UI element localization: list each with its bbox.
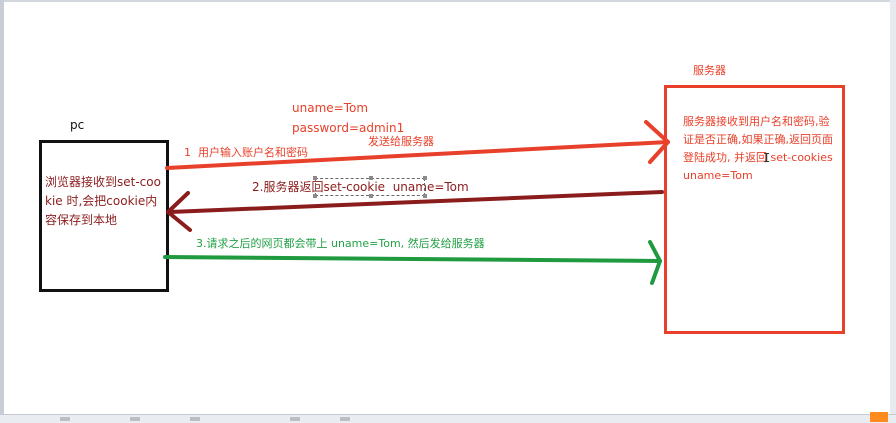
taskbar-strip — [0, 414, 896, 423]
resize-handle[interactable] — [369, 176, 373, 180]
resize-handle[interactable] — [369, 194, 373, 198]
step1-label: 1 用户输入账户名和密码 — [184, 146, 308, 159]
resize-handle[interactable] — [423, 176, 427, 180]
resize-handle[interactable] — [423, 194, 427, 198]
taskbar-item[interactable] — [60, 417, 70, 421]
window-left-edge — [0, 0, 4, 422]
vertical-scrollbar[interactable] — [890, 0, 896, 422]
step3-arrow[interactable] — [163, 240, 662, 285]
taskbar-item[interactable] — [290, 417, 300, 421]
step2-label: 2.服务器返回set-cookie uname=Tom — [252, 180, 469, 194]
window-top-edge — [0, 0, 896, 2]
server-title: 服务器 — [693, 64, 726, 77]
step2-arrow[interactable] — [166, 190, 664, 232]
text-cursor-icon: I — [763, 151, 771, 165]
resize-handle[interactable] — [313, 176, 317, 180]
app-icon[interactable] — [870, 412, 888, 422]
resize-handle[interactable] — [313, 194, 317, 198]
pc-node-text: 浏览器接收到set-cookie 时,会把cookie内容保存到本地 — [45, 175, 161, 227]
text-selection-box[interactable] — [313, 176, 427, 198]
step3-label: 3.请求之后的网页都会带上 uname=Tom, 然后发给服务器 — [196, 237, 485, 250]
step1-arrow[interactable] — [165, 120, 670, 170]
taskbar-item[interactable] — [340, 417, 350, 421]
pc-node-box[interactable] — [39, 140, 169, 292]
taskbar-item[interactable] — [130, 417, 140, 421]
server-node-text: 服务器接收到用户名和密码,验证是否正确,如果正确,返回页面 登陆成功, 并返回 … — [683, 115, 833, 182]
taskbar-item[interactable] — [190, 417, 200, 421]
step1-note-send: 发送给服务器 — [368, 135, 434, 148]
step1-note-username: uname=Tom — [292, 101, 369, 115]
pc-title: pc — [70, 118, 85, 132]
server-node-box[interactable] — [664, 85, 845, 334]
step1-note-password: password=admin1 — [292, 121, 405, 135]
